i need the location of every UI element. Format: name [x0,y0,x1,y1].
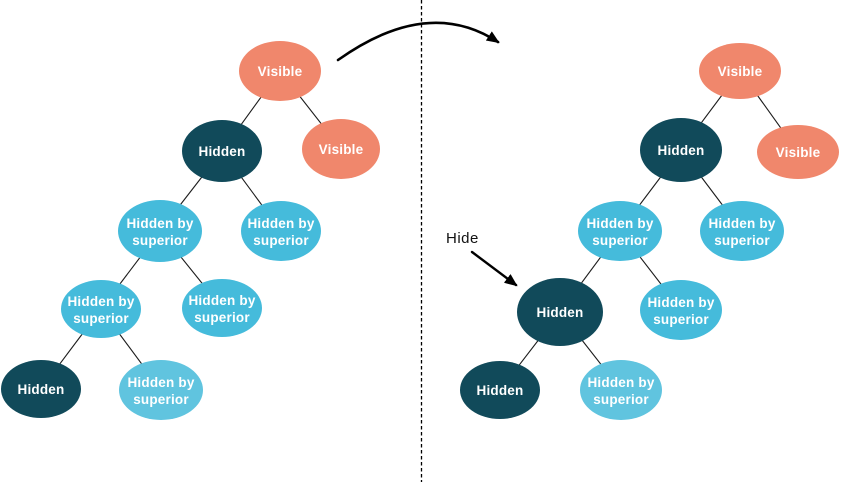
node-label: Visible [776,145,821,160]
node-ellipse [118,200,202,262]
node-ellipse [182,120,262,182]
node-ellipse [119,360,203,420]
tree-node-visible: Visible [757,125,839,179]
node-label: Hidden [658,143,705,158]
node-label: Visible [319,142,364,157]
tree-node-visible: Visible [699,43,781,99]
node-ellipse [241,201,321,261]
node-label: Visible [258,64,303,79]
node-ellipse [640,280,722,340]
node-label: Hidden [199,144,246,159]
tree-node-hidden: Hidden [460,361,540,419]
node-ellipse [580,360,662,420]
hide-annotation-label: Hide [446,230,479,247]
node-ellipse [182,279,262,337]
node-ellipse [699,43,781,99]
tree-node-hidden: Hidden [640,118,722,182]
node-ellipse [1,360,81,418]
node-ellipse [640,118,722,182]
tree-node-visible: Visible [302,119,380,179]
node-ellipse [302,119,380,179]
transition-arrow [336,21,500,62]
node-label: Hidden [537,305,584,320]
node-label: Visible [718,64,763,79]
node-ellipse [578,201,662,261]
tree-node-visible: Visible [239,41,321,101]
node-ellipse [517,278,603,346]
node-ellipse [460,361,540,419]
node-ellipse [700,201,784,261]
tree-node-hidden: Hidden [182,120,262,182]
node-ellipse [61,280,141,338]
node-label: Hidden [18,382,65,397]
hide-annotation-arrow [470,250,518,287]
node-ellipse [239,41,321,101]
node-ellipse [757,125,839,179]
tree-node-hidden: Hidden [517,278,603,346]
annotation-layer: Hide [336,21,518,287]
tree-node-hidden: Hidden [1,360,81,418]
node-label: Hidden [477,383,524,398]
